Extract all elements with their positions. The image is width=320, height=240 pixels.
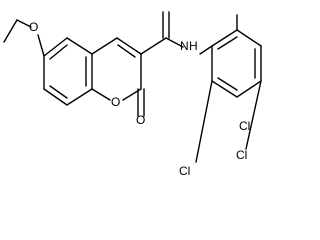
- c4-c3-double-bond: [117, 44, 136, 58]
- amide-nitrogen-label: N: [180, 39, 189, 53]
- benzo-inner-double-3: [49, 85, 68, 99]
- amide-carbon-nitrogen-bond: [165, 37, 184, 48]
- aryl-bond-4: [236, 80, 262, 98]
- nitrogen-aryl-bond: [199, 45, 213, 55]
- c4-c3-bond: [116, 37, 142, 55]
- chlorine-top-label: Cl: [239, 119, 250, 133]
- benzo-bond-4: [66, 88, 93, 106]
- carbonyl-oxygen-label: O: [136, 113, 145, 127]
- aryl-bond-5: [211, 80, 238, 98]
- ethoxy-oxygen-label: O: [29, 20, 38, 34]
- chemical-structure-diagram: O O O N H Cl Cl Cl: [3, 11, 262, 178]
- benzo-bond-2: [66, 37, 93, 55]
- ethyl-oxygen-bond: [16, 19, 32, 28]
- ethyl-terminal-bond: [3, 19, 18, 43]
- c3-amide-carbon-bond: [140, 37, 167, 55]
- fusion-to-c4-bond: [91, 37, 118, 55]
- amide-hydrogen-label: H: [189, 39, 198, 53]
- chlorine-right-bond: [245, 80, 262, 150]
- aryl-inner-double-3: [217, 77, 238, 91]
- chlorine-bottom-bond: [195, 80, 213, 163]
- benzo-bond-5: [43, 88, 68, 106]
- aryl-inner-double-1: [217, 36, 238, 50]
- aryl-bond-1: [211, 29, 238, 47]
- benzo-inner-double-1: [49, 44, 68, 60]
- chlorine-bottom-label: Cl: [179, 164, 190, 178]
- ring-oxygen-fusion-bond: [91, 88, 111, 101]
- chlorine-right-label: Cl: [236, 148, 247, 162]
- ring-oxygen-label: O: [111, 95, 120, 109]
- oxygen-aryl-bond: [37, 34, 45, 57]
- aryl-bond-2: [236, 29, 262, 47]
- benzo-bond-1: [43, 37, 68, 57]
